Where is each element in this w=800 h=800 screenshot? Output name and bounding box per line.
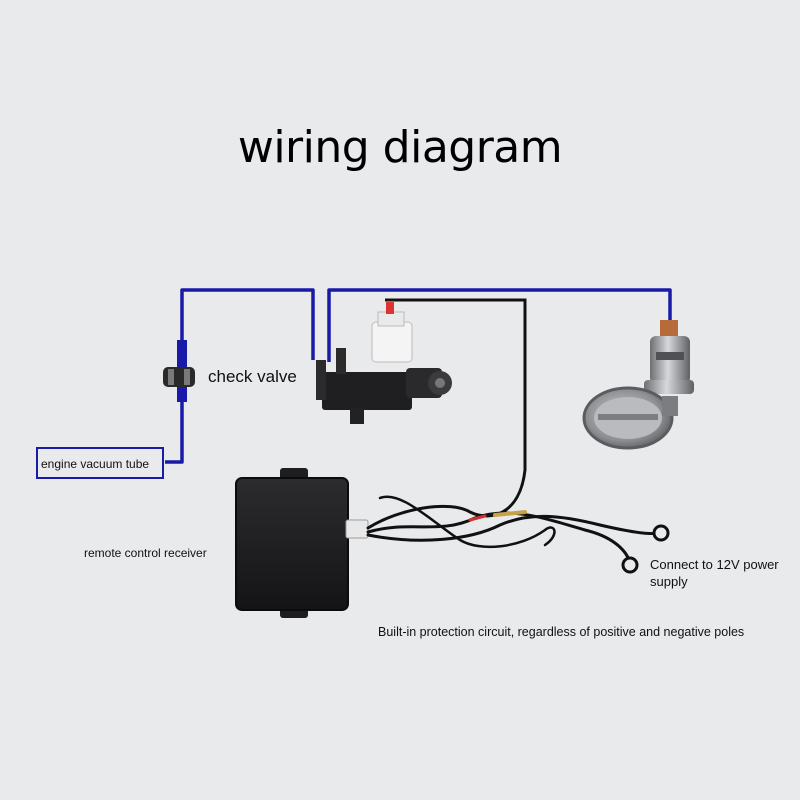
- solenoid-valve-icon: [316, 302, 452, 424]
- vacuum-hose-lines: [165, 288, 672, 464]
- remote-control-receiver-label: remote control receiver: [84, 546, 207, 560]
- exhaust-cutout-valve-icon: [582, 320, 694, 450]
- page-title: wiring diagram: [237, 122, 563, 173]
- engine-vacuum-tube-label: engine vacuum tube: [41, 457, 150, 471]
- check-valve-icon: [163, 340, 195, 402]
- power-supply-label: Connect to 12V power supply: [650, 557, 779, 589]
- remote-control-receiver-icon: [235, 468, 369, 618]
- wiring-harness-icon: [366, 468, 670, 574]
- check-valve-label: check valve: [208, 367, 297, 386]
- vacuum-hose-left: [165, 288, 315, 464]
- vacuum-hose-right: [327, 288, 672, 362]
- engine-vacuum-tube-box: engine vacuum tube: [36, 447, 164, 479]
- protection-circuit-label: Built-in protection circuit, regardless …: [378, 625, 745, 639]
- signal-wire: [385, 298, 527, 470]
